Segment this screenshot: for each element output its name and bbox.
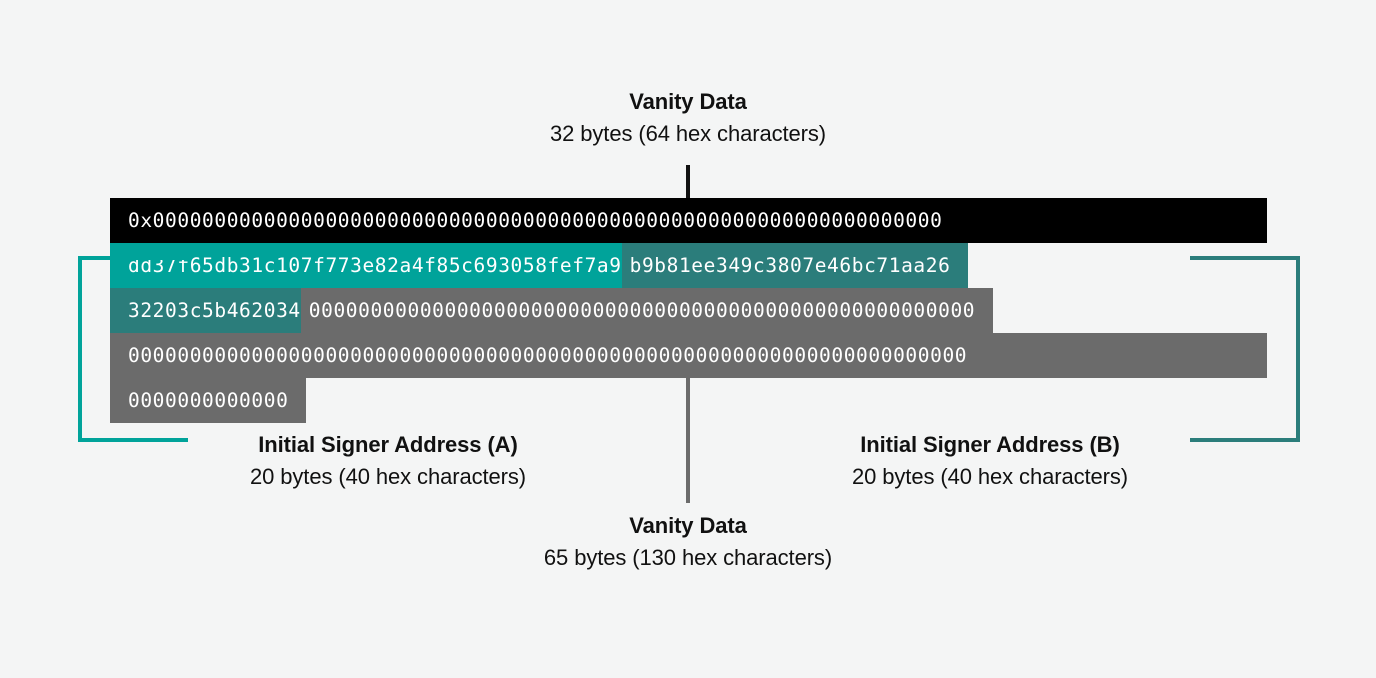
- hex-row-vanity-prefix: 0x00000000000000000000000000000000000000…: [110, 198, 1267, 243]
- vanity-data-top-subtitle: 32 bytes (64 hex characters): [549, 121, 826, 147]
- vanity-data-top-label: Vanity Data 32 bytes (64 hex characters): [0, 88, 1376, 148]
- signer-b-bracket: [1190, 256, 1300, 442]
- hex-byte-block: 0x00000000000000000000000000000000000000…: [110, 198, 1267, 423]
- signer-a-title: Initial Signer Address (A): [258, 432, 518, 457]
- hex-row-padding-tail: 0000000000000: [110, 378, 1267, 423]
- top-connector-line: [686, 165, 690, 199]
- hex-signer-a-text: dd37f65db31c107f773e82a4f85c693058fef7a9: [110, 243, 622, 288]
- vanity-data-top-title: Vanity Data: [629, 89, 747, 114]
- bottom-connector-line: [686, 368, 690, 503]
- hex-padding-row5-text: 0000000000000: [110, 378, 307, 423]
- vanity-data-bottom-label: Vanity Data 65 bytes (130 hex characters…: [0, 512, 1376, 572]
- signer-b-subtitle: 20 bytes (40 hex characters): [851, 464, 1128, 490]
- hex-padding-row4-text: 0000000000000000000000000000000000000000…: [128, 344, 968, 367]
- signer-a-subtitle: 20 bytes (40 hex characters): [249, 464, 526, 490]
- signer-b-label: Initial Signer Address (B) 20 bytes (40 …: [790, 431, 1190, 491]
- vanity-data-bottom-title: Vanity Data: [629, 513, 747, 538]
- signer-a-bracket: [78, 256, 188, 442]
- hex-signer-b-part2-text: 32203c5b462034: [110, 288, 301, 333]
- hex-signer-b-part1-text: b9b81ee349c3807e46bc71aa26: [621, 243, 969, 288]
- hex-vanity-prefix-text: 0x00000000000000000000000000000000000000…: [128, 209, 943, 232]
- hex-row-signer-a: dd37f65db31c107f773e82a4f85c693058fef7a9…: [110, 243, 1267, 288]
- signer-a-label: Initial Signer Address (A) 20 bytes (40 …: [188, 431, 588, 491]
- signer-b-title: Initial Signer Address (B): [860, 432, 1120, 457]
- vanity-data-bottom-subtitle: 65 bytes (130 hex characters): [543, 545, 833, 571]
- hex-padding-row3-text: 0000000000000000000000000000000000000000…: [300, 288, 994, 333]
